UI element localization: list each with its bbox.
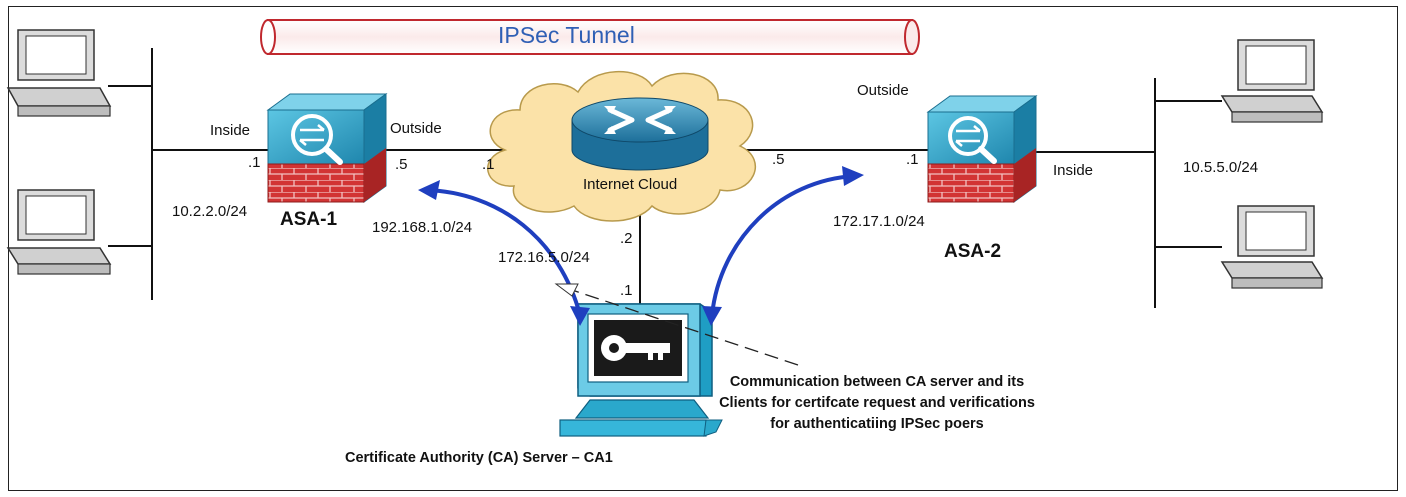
cloud-label: Internet Cloud [583, 176, 678, 193]
router-right-ip: .5 [772, 151, 785, 168]
asa1-outside-label: Outside [390, 120, 442, 137]
ca-ip: .1 [620, 282, 633, 299]
asa1-outside-ip: .5 [395, 156, 408, 173]
router-down-ip: .2 [620, 230, 633, 247]
asa1-inside-net: 10.2.2.0/24 [172, 203, 248, 220]
asa1-name: ASA-1 [280, 209, 338, 230]
workstation-right-top-icon [1220, 39, 1324, 123]
asa2-inside-net: 10.5.5.0/24 [1183, 159, 1259, 176]
asa1-outside-net: 192.168.1.0/24 [372, 219, 473, 236]
workstation-right-bottom-icon [1220, 205, 1324, 289]
workstation-left-top-icon [6, 29, 112, 117]
asa-2-firewall-icon [926, 95, 1038, 203]
workstation-left-bottom-icon [6, 189, 112, 275]
dashed-pointer [571, 289, 799, 366]
ca-communication-note: Communication between CA server and its … [719, 374, 1035, 432]
ca-server-computer-icon [559, 303, 723, 437]
asa1-inside-label: Inside [210, 122, 251, 139]
tunnel-label: IPSec Tunnel [498, 22, 635, 48]
ca-server-label: Certificate Authority (CA) Server – CA1 [345, 450, 613, 466]
ca-net: 172.16.5.0/24 [498, 249, 590, 266]
asa2-outside-net: 172.17.1.0/24 [833, 213, 925, 230]
asa2-outside-label: Outside [857, 82, 909, 99]
ipsec-tunnel [260, 19, 920, 55]
asa2-inside-label: Inside [1053, 162, 1094, 179]
router-left-ip: .1 [482, 156, 495, 173]
asa2-outside-ip: .1 [906, 151, 919, 168]
asa1-inside-ip: .1 [248, 154, 261, 171]
asa-1-firewall-icon [266, 93, 388, 203]
arrow-asa2-ca [710, 174, 856, 316]
router-icon [571, 97, 709, 171]
asa2-name: ASA-2 [944, 241, 1002, 262]
